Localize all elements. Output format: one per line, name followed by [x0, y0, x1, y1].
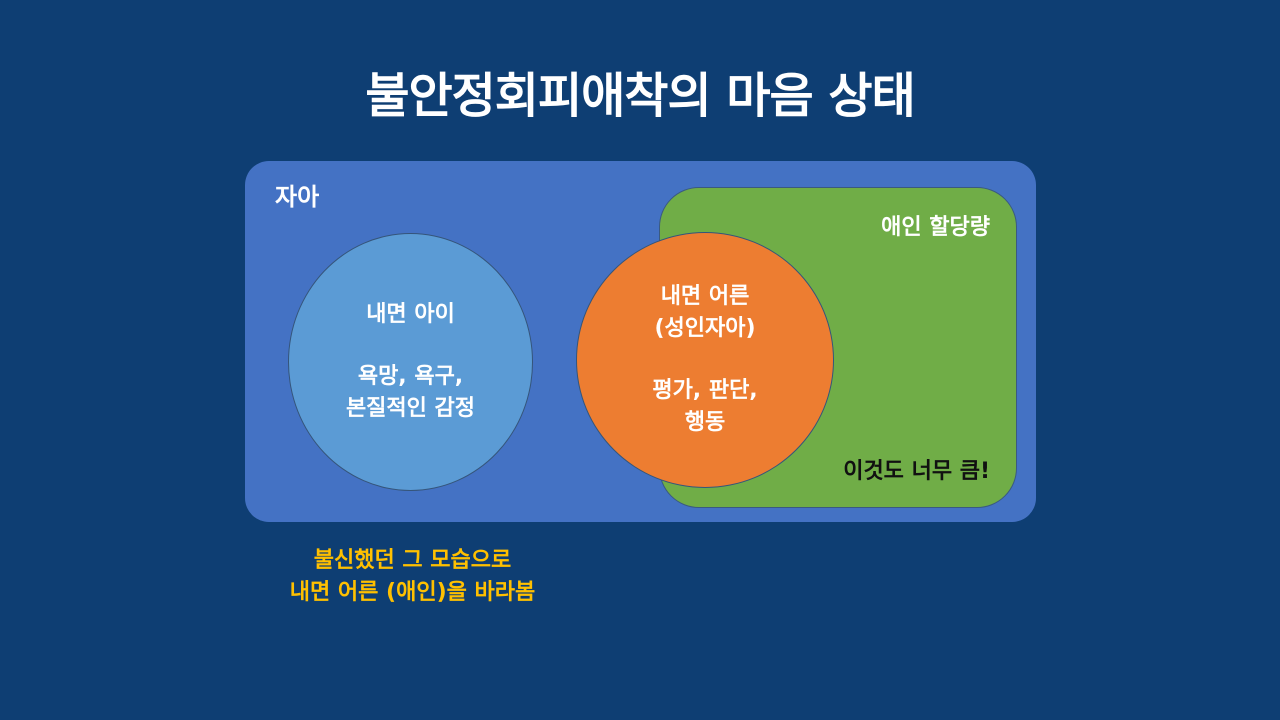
partner-quota-note: 이것도 너무 큼!	[843, 459, 990, 484]
inner-adult-title-line1: 내면 어른	[660, 284, 750, 309]
inner-child-desc-line2: 본질적인 감정	[345, 396, 476, 421]
caption-line2: 내면 어른 (애인)을 바라봄	[289, 580, 536, 605]
inner-adult-circle: 내면 어른 (성인자아) 평가, 판단, 행동	[576, 232, 834, 488]
inner-adult-title-line2: (성인자아)	[654, 316, 756, 341]
inner-adult-desc-line1: 평가, 판단,	[652, 378, 758, 403]
inner-adult-desc-line2: 행동	[684, 410, 726, 435]
caption-line1: 불신했던 그 모습으로	[313, 548, 512, 573]
inner-child-title: 내면 아이	[366, 302, 455, 327]
slide-title: 불안정회피애착의 마음 상태	[365, 68, 915, 124]
partner-quota-label: 애인 할당량	[881, 215, 990, 240]
self-label: 자아	[275, 183, 320, 211]
inner-child-circle: 내면 아이 욕망, 욕구, 본질적인 감정	[288, 233, 533, 491]
bottom-caption: 불신했던 그 모습으로 내면 어른 (애인)을 바라봄	[240, 545, 585, 609]
inner-child-desc-line1: 욕망, 욕구,	[357, 364, 464, 389]
